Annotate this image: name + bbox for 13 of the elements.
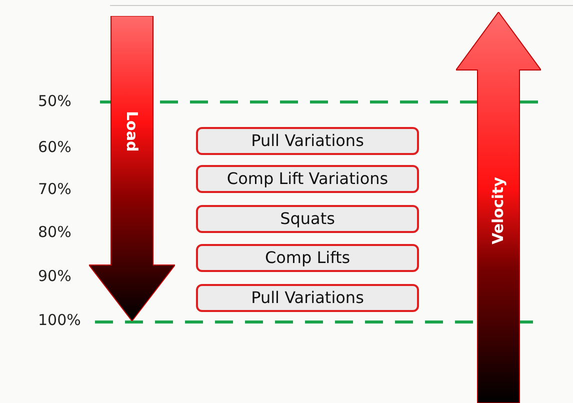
arrow-label: Velocity	[490, 177, 506, 244]
percent-label: 80%	[38, 225, 72, 240]
exercise-box: Squats	[196, 205, 419, 233]
percent-label: 70%	[38, 182, 72, 197]
exercise-box: Comp Lift Variations	[196, 165, 419, 193]
percent-label: 50%	[38, 94, 72, 109]
exercise-box: Comp Lifts	[196, 244, 419, 272]
percent-label: 100%	[38, 313, 81, 328]
percent-label: 60%	[38, 140, 72, 155]
arrow-label: Load	[124, 111, 139, 152]
exercise-box: Pull Variations	[196, 284, 419, 312]
percent-label: 90%	[38, 269, 72, 284]
exercise-box: Pull Variations	[196, 127, 419, 155]
